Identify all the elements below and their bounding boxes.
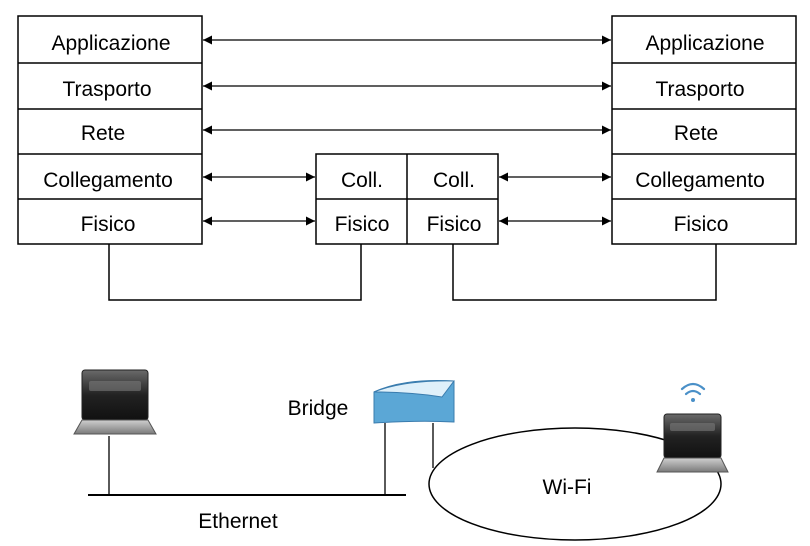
- bridge-left-physical: Fisico: [335, 213, 390, 236]
- laptop-icon: [73, 369, 157, 435]
- bridge-right-link: Coll.: [433, 169, 475, 192]
- wifi-signal-icon: [680, 382, 706, 402]
- left-protocol-stack: Applicazione Trasporto Rete Collegamento…: [17, 15, 203, 245]
- physical-link-right: [452, 244, 717, 301]
- right-layer-network: Rete: [674, 122, 718, 145]
- peer-arrows: [203, 35, 611, 226]
- physical-link-left: [108, 244, 362, 301]
- wifi-network-ellipse: [428, 427, 722, 541]
- bridge-device-icon: Bridge: [288, 379, 455, 424]
- wifi-segment: Wi-Fi: [428, 423, 722, 541]
- ethernet-segment: Ethernet: [88, 423, 406, 533]
- right-layer-physical: Fisico: [674, 213, 729, 236]
- bridge-left-link: Coll.: [341, 169, 383, 192]
- left-layer-physical: Fisico: [81, 213, 136, 236]
- right-layer-transport: Trasporto: [655, 78, 744, 101]
- bridge-label: Bridge: [288, 397, 349, 420]
- left-layer-application: Applicazione: [51, 32, 170, 55]
- right-protocol-stack: Applicazione Trasporto Rete Collegamento…: [611, 15, 797, 245]
- left-layer-link: Collegamento: [43, 169, 173, 192]
- ethernet-label: Ethernet: [198, 510, 278, 533]
- left-layer-network: Rete: [81, 122, 125, 145]
- bridge-right-physical: Fisico: [427, 213, 482, 236]
- right-layer-application: Applicazione: [645, 32, 764, 55]
- left-layer-transport: Trasporto: [62, 78, 151, 101]
- bridge-protocol-stack: Coll. Fisico Coll. Fisico: [315, 153, 499, 245]
- wireless-laptop-icon: [656, 413, 729, 473]
- physical-links: [108, 244, 717, 301]
- right-layer-link: Collegamento: [635, 169, 765, 192]
- wifi-label: Wi-Fi: [543, 476, 592, 499]
